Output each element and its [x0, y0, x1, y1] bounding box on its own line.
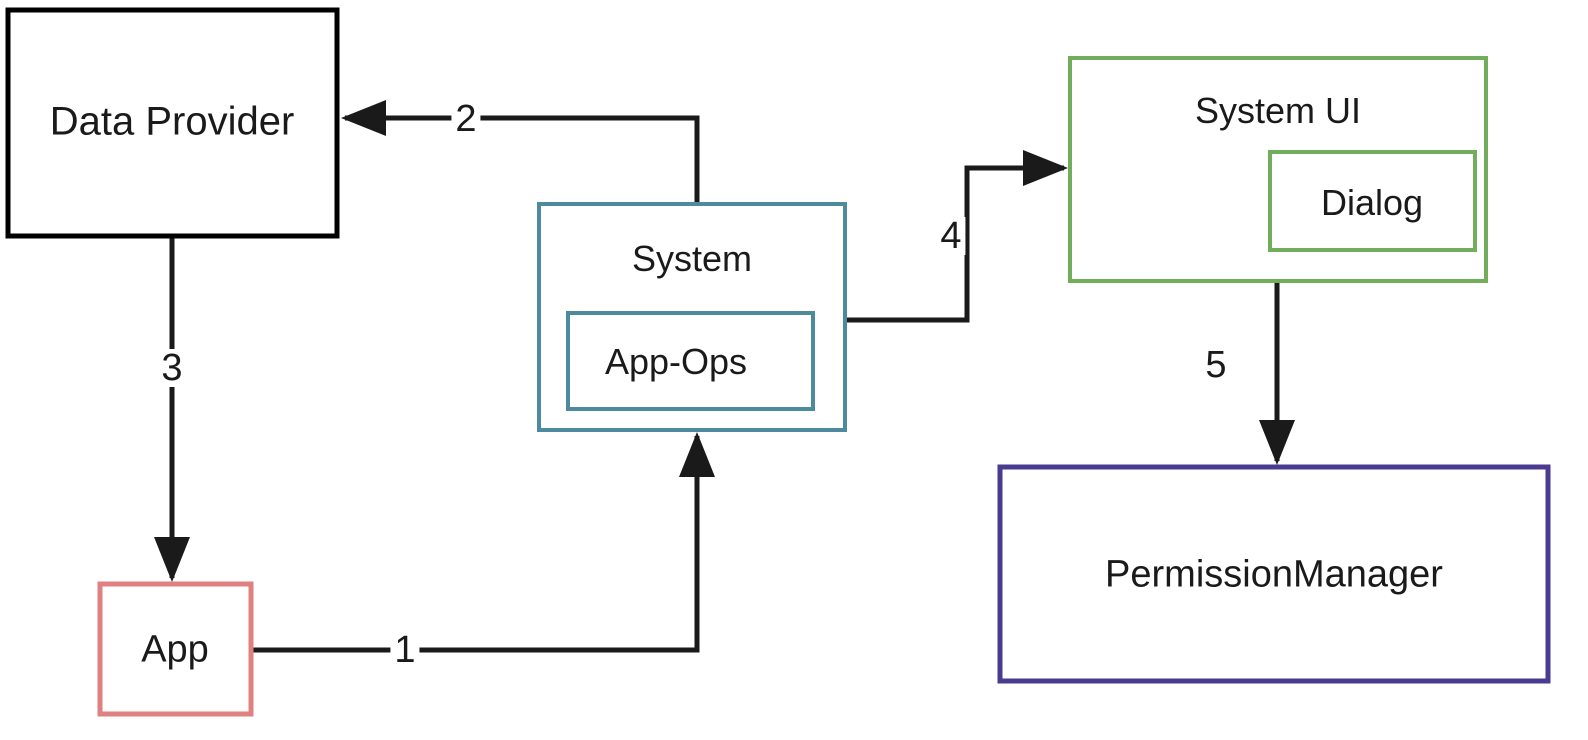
- edge-label-3: 3: [157, 349, 187, 387]
- edge-label-1: 1: [390, 631, 420, 669]
- connector-1: [251, 431, 716, 653]
- node-box-dialog[interactable]: [1268, 150, 1477, 252]
- connector-4: [845, 150, 1069, 323]
- edge-label-2: 2: [451, 100, 481, 138]
- connector-2: [340, 99, 700, 204]
- edge-label-5: 5: [1201, 346, 1231, 384]
- node-box-permission-manager[interactable]: [997, 464, 1551, 684]
- node-box-data-provider[interactable]: [5, 7, 340, 239]
- edge-label-4: 4: [936, 217, 966, 255]
- nodes-group: [5, 7, 1551, 717]
- node-box-app-ops[interactable]: [566, 311, 815, 411]
- node-box-app[interactable]: [97, 581, 254, 717]
